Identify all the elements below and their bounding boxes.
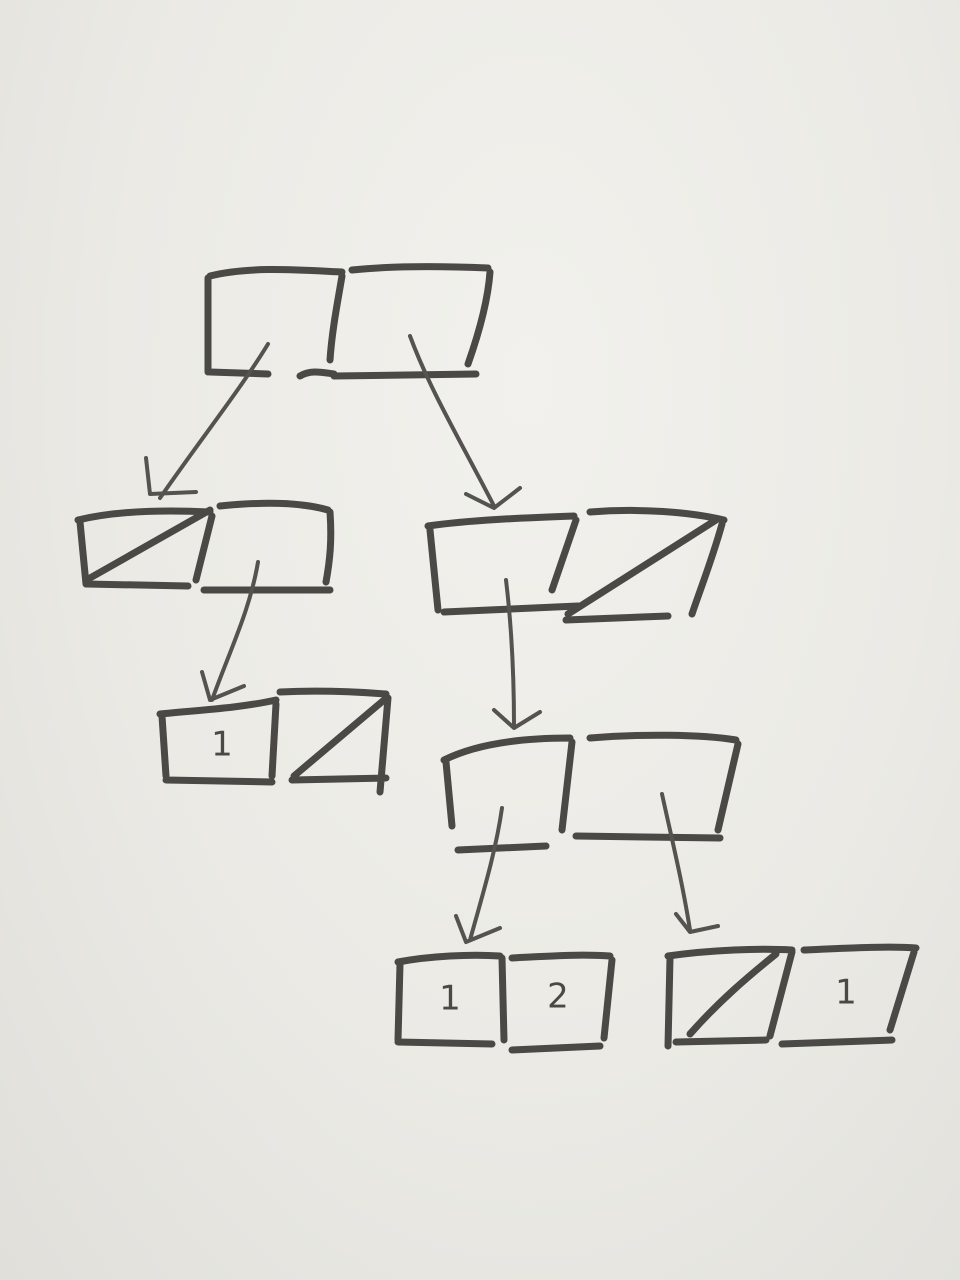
edge-root-right bbox=[408, 334, 496, 508]
node-root-right-cell bbox=[330, 263, 494, 380]
arrowhead-left-leftleaf bbox=[200, 670, 246, 702]
node-root bbox=[204, 263, 494, 380]
edge-mid-leafb bbox=[660, 792, 692, 932]
node-left-leaf-null-slash bbox=[290, 696, 388, 780]
node-leaf-b-outline bbox=[664, 943, 920, 1050]
node-right-null-slash bbox=[564, 516, 720, 618]
arrowhead-root-left bbox=[144, 456, 198, 496]
node-left-null-slash bbox=[86, 506, 214, 582]
edge-left-leftleaf bbox=[210, 560, 260, 702]
edge-right-mid bbox=[504, 578, 516, 728]
node-root-outline bbox=[204, 266, 346, 380]
arrowhead-mid-leafb bbox=[674, 912, 720, 934]
arrowhead-mid-leafa bbox=[454, 914, 502, 944]
node-leaf-b: 1 bbox=[664, 943, 920, 1050]
node-right-outline bbox=[424, 506, 728, 624]
node-left-leaf: 1 bbox=[156, 687, 392, 796]
node-mid-outline bbox=[440, 731, 742, 854]
node-left bbox=[74, 499, 335, 594]
node-leaf-a: 1 2 bbox=[394, 951, 616, 1054]
edge-mid-leafa bbox=[468, 806, 504, 942]
node-leaf-a-cell-1-label: 1 bbox=[439, 979, 461, 1019]
node-leaf-a-outline bbox=[394, 951, 616, 1054]
node-leaf-b-null-slash bbox=[686, 950, 780, 1038]
node-leaf-a-cell-2-label: 2 bbox=[547, 977, 569, 1017]
node-left-leaf-outline bbox=[156, 687, 392, 796]
node-leaf-b-cell-2-label: 1 bbox=[835, 973, 857, 1013]
arrowhead-root-right bbox=[464, 486, 522, 510]
node-left-leaf-cell-1-label: 1 bbox=[211, 725, 233, 765]
node-right bbox=[424, 506, 728, 624]
edge-root-left bbox=[158, 342, 270, 500]
node-mid bbox=[440, 731, 742, 854]
arrowhead-right-mid bbox=[492, 708, 542, 730]
node-left-outline bbox=[74, 499, 335, 594]
